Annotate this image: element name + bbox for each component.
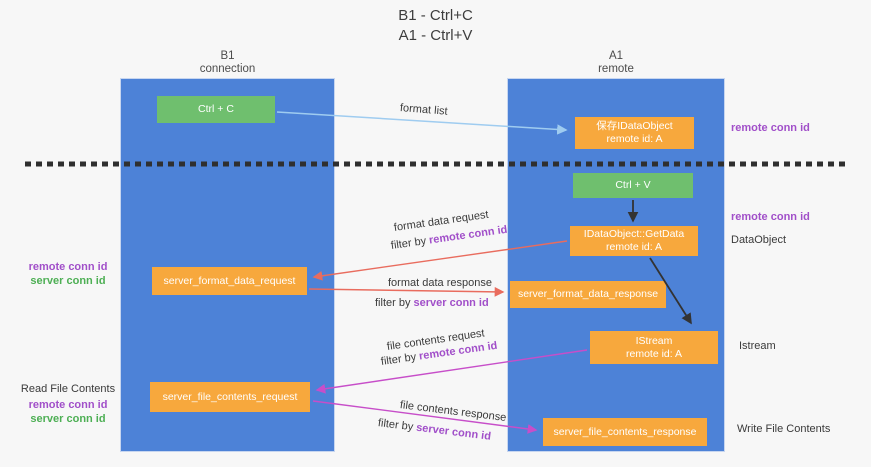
server-conn-id-key: server conn id: [415, 421, 492, 443]
server-file-contents-request-label: server_file_contents_request: [162, 390, 298, 403]
format-list-label: format list: [399, 102, 449, 118]
filter-prefix: filter by: [380, 350, 420, 368]
save-dataobject-line2: remote id: A: [606, 133, 663, 145]
server-conn-id-annotation-left-1: server conn id: [30, 275, 106, 287]
title-line-2: A1 - Ctrl+V: [398, 27, 473, 44]
read-file-contents-annotation: Read File Contents: [20, 383, 116, 395]
istream-box: IStream remote id: A: [590, 331, 718, 364]
server-file-contents-request-box: server_file_contents_request: [150, 382, 310, 412]
filter-prefix: filter by: [377, 417, 417, 434]
remote-conn-id-annotation-2: remote conn id: [731, 211, 810, 223]
server-file-contents-response-label: server_file_contents_response: [553, 425, 697, 438]
left-column-header: B1 connection: [120, 50, 335, 76]
remote-conn-id-annotation-left-2: remote conn id: [28, 399, 108, 411]
right-column-name: A1: [608, 50, 624, 62]
getdata-line2: remote id: A: [605, 241, 663, 253]
server-format-data-request-box: server_format_data_request: [152, 267, 307, 295]
server-conn-id-annotation-left-2: server conn id: [30, 413, 106, 425]
getdata-box: IDataObject::GetData remote id: A: [570, 226, 698, 256]
server-format-data-response-box: server_format_data_response: [510, 281, 666, 308]
write-file-contents-annotation: Write File Contents: [737, 423, 831, 435]
save-dataobject-box: 保存IDataObject remote id: A: [575, 117, 694, 149]
right-column-header: A1 remote: [507, 50, 725, 76]
format-data-response-arrow: [308, 286, 505, 297]
right-column-role: remote: [598, 63, 634, 75]
server-format-data-response-label: server_format_data_response: [517, 288, 659, 300]
ctrl-c-box: Ctrl + C: [157, 96, 275, 123]
ctrl-c-label: Ctrl + C: [198, 103, 234, 115]
filter-by-server-conn-id-label-1: filter by server conn id: [375, 297, 489, 309]
getdata-line1: IDataObject::GetData: [583, 228, 685, 240]
server-conn-id-key: server conn id: [413, 297, 489, 309]
format-data-response-label: format data response: [388, 277, 492, 289]
filter-prefix: filter by: [375, 297, 414, 309]
filter-by-server-conn-id-label-2: filter by server conn id: [377, 417, 491, 443]
title-line-1: B1 - Ctrl+C: [398, 7, 473, 24]
server-file-contents-response-box: server_file_contents_response: [543, 418, 707, 446]
ctrl-v-box: Ctrl + V: [573, 173, 693, 198]
istream-line1: IStream: [635, 334, 673, 347]
filter-prefix: filter by: [390, 234, 430, 252]
left-column-role: connection: [199, 63, 256, 75]
left-column-name: B1: [220, 50, 235, 62]
remote-conn-id-annotation-left-1: remote conn id: [28, 261, 108, 273]
server-format-data-request-label: server_format_data_request: [163, 274, 296, 287]
istream-annotation: Istream: [739, 340, 776, 352]
dataobject-annotation: DataObject: [731, 234, 787, 246]
remote-conn-id-annotation-1: remote conn id: [731, 122, 810, 134]
ctrl-v-label: Ctrl + V: [615, 179, 651, 191]
save-dataobject-line1: 保存IDataObject: [596, 120, 673, 132]
file-contents-response-label: file contents response: [399, 399, 507, 424]
diagram-title: B1 - Ctrl+C A1 - Ctrl+V: [0, 6, 871, 46]
istream-line2: remote id: A: [625, 347, 683, 360]
